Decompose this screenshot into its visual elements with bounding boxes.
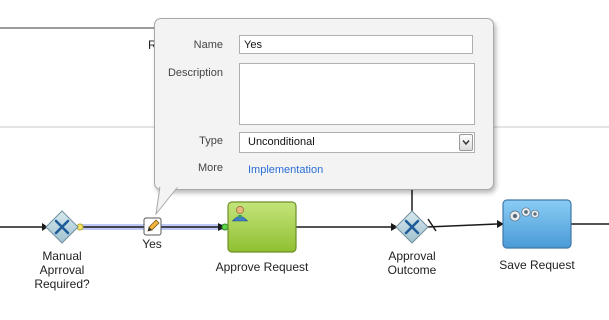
clipped-lane-label: R: [148, 38, 157, 52]
default-flow-marker: [427, 218, 437, 232]
description-textarea[interactable]: [239, 63, 475, 125]
type-select[interactable]: Unconditional: [239, 132, 475, 153]
more-label: More: [197, 162, 223, 174]
arrowhead-save: [497, 220, 504, 228]
name-input[interactable]: [239, 35, 473, 54]
gateway-manual-approval-label: Manual Aprroval Required?: [34, 249, 90, 291]
gears-icon: [509, 207, 540, 222]
type-label: Type: [199, 135, 223, 147]
arrowhead-gateway-1: [42, 223, 48, 231]
chevron-down-icon[interactable]: [459, 134, 473, 151]
flow-outcome-to-save[interactable]: [426, 223, 498, 228]
flow-end-handle[interactable]: [221, 223, 229, 231]
gateway-manual-approval[interactable]: [45, 210, 79, 244]
task-save-request-label: Save Request: [499, 258, 575, 272]
task-approve-request[interactable]: [227, 201, 297, 253]
gateway-approval-outcome[interactable]: [395, 210, 429, 244]
name-label: Name: [193, 39, 223, 51]
flow-properties-popup: Name Description Type Unconditional More…: [154, 18, 494, 190]
type-select-value: Unconditional: [248, 136, 315, 148]
arrowhead-outcome: [391, 223, 398, 231]
task-approve-request-label: Approve Request: [215, 260, 309, 274]
task-save-request[interactable]: [502, 199, 572, 249]
pencil-icon[interactable]: [143, 217, 162, 236]
description-label: Description: [167, 67, 223, 79]
flow-yes-label[interactable]: Yes: [142, 237, 162, 251]
popup-pointer: [155, 186, 179, 216]
implementation-link[interactable]: Implementation: [248, 164, 324, 176]
gateway-approval-outcome-label: Approval Outcome: [387, 249, 437, 277]
user-icon: [231, 206, 249, 222]
